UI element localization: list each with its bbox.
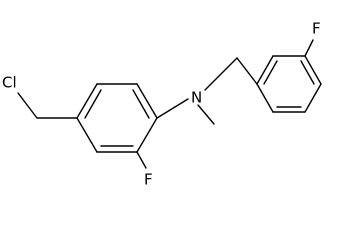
bond-cl-ch2: [17, 92, 38, 119]
bond-ring-a-1-inner: [84, 89, 102, 119]
benzyl-fluoro-label: F: [312, 20, 321, 38]
bond-ring-a-3-inner: [132, 89, 150, 119]
bond-benzyl-fluoro: [304, 39, 314, 57]
bond-ring-fluoro: [136, 151, 147, 169]
structure-svg: Cl N F F: [2, 20, 322, 189]
ring-fluoro-label: F: [144, 171, 153, 189]
bond-ring-b-1-inner: [263, 60, 278, 85]
bond-ring-a-6: [76, 117, 98, 153]
bond-ring-b-3-inner: [300, 60, 315, 85]
bond-ring-a-1: [76, 83, 98, 119]
amine-nitrogen-label: N: [191, 89, 202, 107]
bond-layer: [17, 39, 322, 169]
label-layer: Cl N F F: [2, 20, 321, 189]
bond-ring-nitrogen: [156, 98, 189, 119]
bond-ring-a-3: [136, 83, 158, 119]
bond-ring-b-3: [304, 55, 322, 85]
bond-ring-b-1: [256, 55, 274, 85]
bond-nitrogen-ch2: [204, 57, 238, 91]
bond-ring-b-4: [304, 83, 322, 113]
bond-ch2-benzyl-ring: [236, 57, 258, 85]
bond-ring-a-4: [136, 117, 158, 153]
bond-ring-b-6: [256, 83, 274, 113]
molecule-structure-diagram: Cl N F F: [2, 20, 322, 189]
bond-nitrogen-methyl: [197, 104, 215, 125]
chloro-label: Cl: [2, 74, 17, 92]
